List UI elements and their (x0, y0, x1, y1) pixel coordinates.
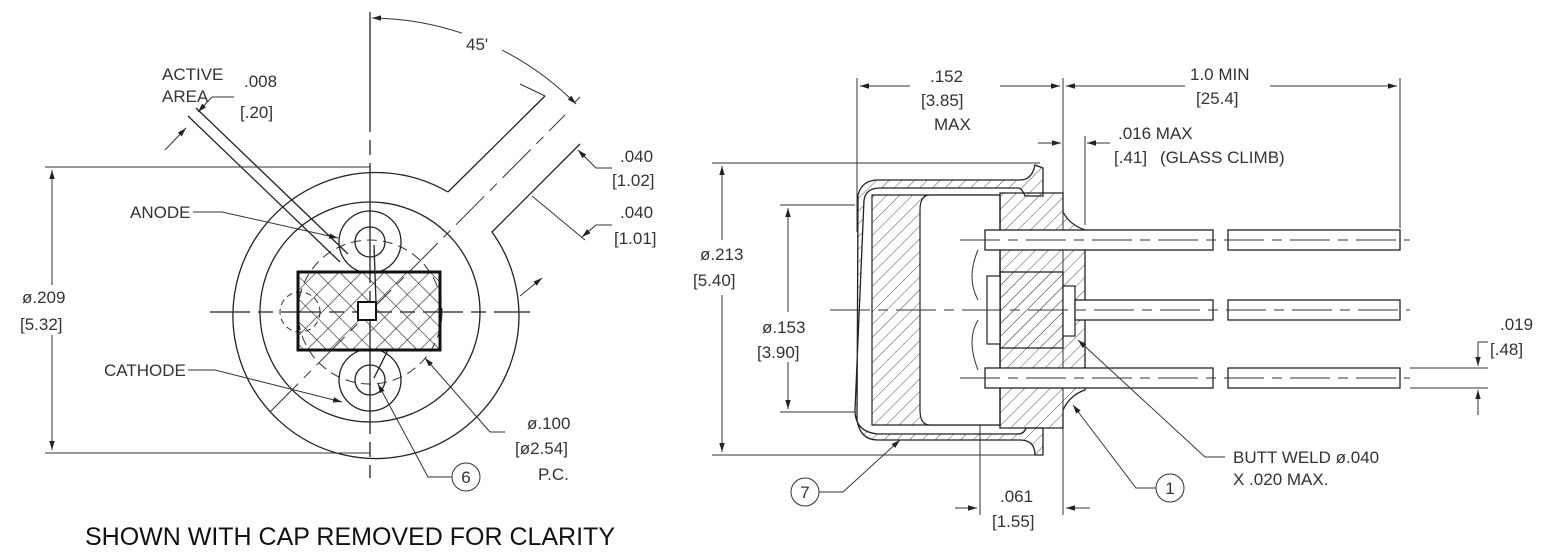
pc-dim-mm: [ø2.54] (515, 439, 568, 458)
balloon-1-label: 1 (1165, 479, 1174, 498)
outer-dia-dim: ø.209 (22, 288, 65, 307)
balloon-7-label: 7 (800, 483, 809, 502)
active-area (357, 301, 377, 321)
tab-dim-2-leader (581, 224, 612, 238)
cap-length-dim: .152 (930, 67, 963, 86)
tab-ext-line (531, 195, 586, 241)
top-view: 45' ACTIVE AREA .008 [.20] .040 [1.02] .… (20, 12, 657, 551)
pc-dim: ø.100 (527, 414, 570, 433)
cap-dia-dim-mm: [5.40] (693, 271, 736, 290)
glass-climb-dim: .016 MAX (1118, 124, 1193, 143)
balloon-7 (790, 477, 820, 507)
weld-pad (1062, 285, 1076, 337)
angle-arc (371, 15, 577, 105)
lead-dia-arrow-t (1475, 341, 1488, 366)
cathode-leader (188, 369, 343, 403)
inner-circle (259, 201, 481, 423)
balloon-7-leader (819, 439, 901, 493)
lead-length-dim-mm: [25.4] (1196, 89, 1239, 108)
angle-label: 45' (466, 35, 488, 54)
header-thickness-dim: .061 (1000, 487, 1033, 506)
balloon-6-label: 6 (461, 468, 470, 487)
tab-edge (447, 95, 546, 193)
tab-dim-2: .040 (620, 203, 653, 222)
tab-ext (519, 83, 546, 97)
active-area-leader (197, 96, 234, 113)
cap-cavity (919, 194, 1001, 426)
lead-length-dim: 1.0 MIN (1190, 65, 1250, 84)
active-area-dim-mm: [.20] (240, 103, 273, 122)
glass-climb-dim-mm: [.41] (1114, 148, 1147, 167)
leads (830, 229, 1410, 389)
pc-leader (424, 357, 505, 433)
active-area-dim: .008 (244, 72, 277, 91)
balloon-1 (1155, 473, 1185, 503)
wire-1 (971, 249, 979, 301)
tab-dim-2-mm: [1.01] (614, 229, 657, 248)
active-area-label: ACTIVE (162, 65, 223, 84)
butt-weld-leader (1077, 339, 1225, 458)
butt-weld-note: BUTT WELD ø.040 (1233, 448, 1379, 467)
butt-weld-note-2: X .020 MAX. (1233, 470, 1328, 489)
active-area-arrow (164, 127, 187, 151)
glass-climb-note: (GLASS CLIMB) (1160, 148, 1285, 167)
angle-label-bg (462, 32, 502, 54)
tab-dim-leader (577, 149, 612, 169)
tab-dim-1: .040 (620, 147, 653, 166)
outer-can-outline (232, 143, 581, 460)
tab-ext2 (574, 96, 581, 103)
lead-dia-dim: .019 (1500, 315, 1533, 334)
outer-dia-dim-mm: [5.32] (20, 315, 63, 334)
side-section-view: .152 [3.85] MAX 1.0 MIN [25.4] .016 MAX … (693, 65, 1533, 531)
cap-dia-dim: ø.213 (700, 245, 743, 264)
tab-centerline (269, 114, 566, 413)
window-dia-dim: ø.153 (762, 318, 805, 337)
lead-dia-dim-mm: [.48] (1490, 340, 1523, 359)
anode-leader (193, 211, 339, 239)
active-area-line-2 (195, 107, 349, 255)
wire-2 (971, 319, 979, 371)
tab-dim-1-mm: [1.02] (612, 171, 655, 190)
active-area-label-2: AREA (162, 87, 209, 106)
balloon-1-leader (1072, 404, 1156, 489)
cathode-label: CATHODE (104, 361, 186, 380)
balloon-6 (451, 462, 481, 492)
cathode-pin-core (354, 364, 386, 396)
window-dia-dim-mm: [3.90] (757, 343, 800, 362)
bond-wire-2 (373, 349, 389, 379)
anode-pin-core (354, 226, 386, 258)
tab-arrow (519, 277, 543, 297)
anode-label: ANODE (130, 203, 190, 222)
active-area-line (187, 115, 341, 263)
view-caption: SHOWN WITH CAP REMOVED FOR CLARITY (85, 523, 615, 551)
bond-wire (373, 244, 377, 303)
pc-label: P.C. (538, 465, 569, 484)
cap-length-max: MAX (934, 115, 971, 134)
balloon-6-leader (377, 383, 452, 478)
cap-length-dim-mm: [3.85] (921, 91, 964, 110)
header-thickness-dim-mm: [1.55] (992, 512, 1035, 531)
